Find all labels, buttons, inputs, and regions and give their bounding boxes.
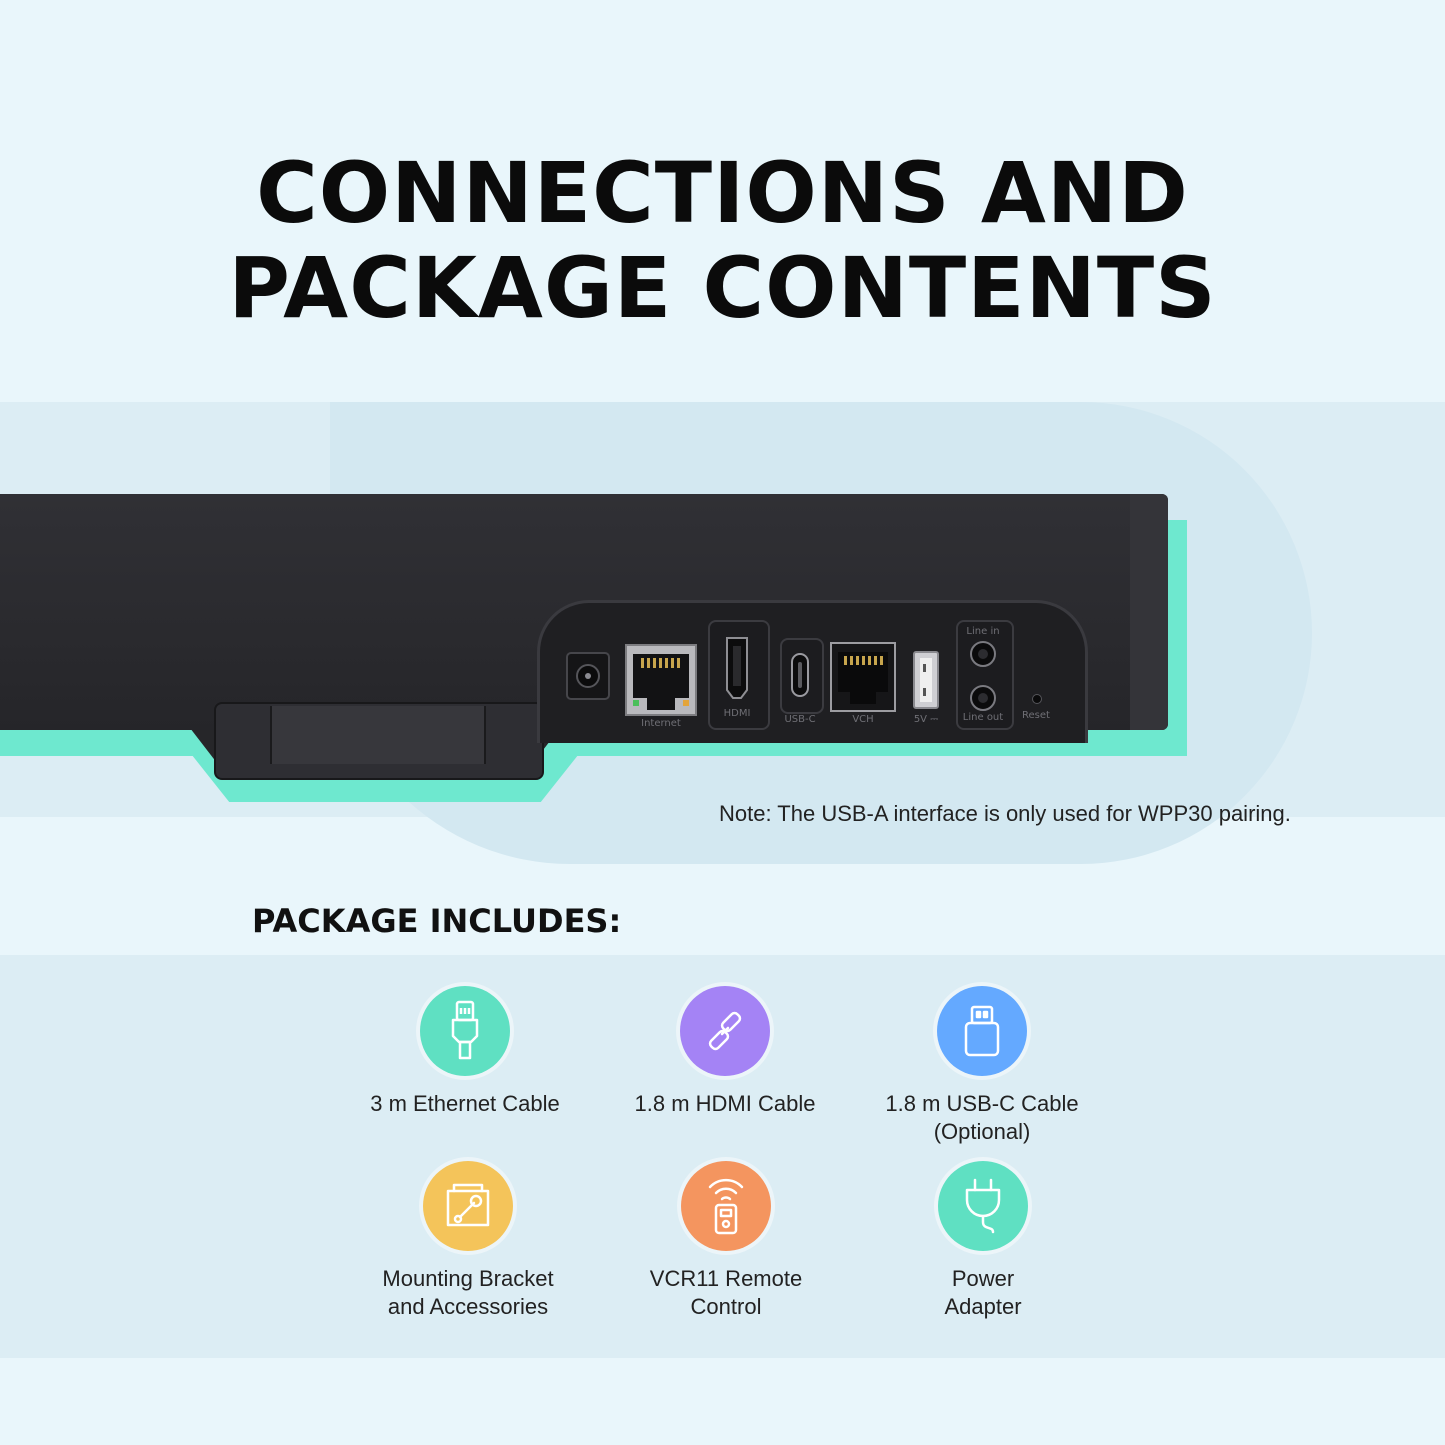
package-item-label: Power Adapter — [863, 1265, 1103, 1321]
port-label-reset: Reset — [1022, 710, 1050, 721]
reset-hole-icon — [1032, 694, 1042, 704]
rj45-port-icon — [830, 642, 896, 712]
package-item-label: VCR11 Remote Control — [606, 1265, 846, 1321]
remote-control-icon — [681, 1161, 771, 1251]
item-label-line: Power — [951, 1266, 1015, 1291]
power-plug-icon — [938, 1161, 1028, 1251]
ethernet-cable-icon — [420, 986, 510, 1076]
item-label-line: 3 m Ethernet Cable — [370, 1091, 560, 1116]
package-item-usb-c: 1.8 m USB-C Cable (Optional) — [862, 986, 1102, 1146]
line-in-jack-icon — [969, 640, 997, 668]
package-item-label: Mounting Bracket and Accessories — [348, 1265, 588, 1321]
item-label-line: VCR11 Remote — [649, 1266, 803, 1291]
port-label-internet: Internet — [641, 718, 681, 729]
item-label-line: 1.8 m HDMI Cable — [634, 1091, 816, 1116]
item-label-line: and Accessories — [387, 1294, 549, 1319]
package-item-power: Power Adapter — [863, 1161, 1103, 1321]
page-title-line-1: CONNECTIONS AND — [256, 144, 1189, 242]
package-item-label: 1.8 m HDMI Cable — [605, 1090, 845, 1118]
page-title-line-2: PACKAGE CONTENTS — [228, 239, 1217, 337]
usb-drive-icon — [937, 986, 1027, 1076]
mount-hinge-barrel — [270, 706, 486, 764]
usb-c-port-icon — [790, 652, 810, 698]
port-label-usb-c: USB-C — [784, 714, 816, 725]
line-out-jack-icon — [969, 684, 997, 712]
package-item-label: 3 m Ethernet Cable — [345, 1090, 585, 1118]
bracket-wrench-icon — [423, 1161, 513, 1251]
hdmi-port-icon — [725, 636, 749, 700]
port-label-5v: 5V ⎓ — [913, 714, 939, 725]
ethernet-port-icon — [625, 644, 697, 716]
package-heading: PACKAGE INCLUDES: — [252, 902, 622, 940]
port-label-hdmi: HDMI — [723, 708, 751, 719]
cable-link-icon — [680, 986, 770, 1076]
device-end-cap — [1130, 494, 1168, 730]
item-label-line: 1.8 m USB-C Cable — [885, 1091, 1079, 1116]
audio-port-frame — [956, 620, 1014, 730]
item-label-line: (Optional) — [933, 1119, 1031, 1144]
package-item-ethernet: 3 m Ethernet Cable — [345, 986, 585, 1118]
dc-power-port-icon — [566, 652, 610, 700]
usb-a-note: Note: The USB-A interface is only used f… — [719, 801, 1291, 826]
package-item-label: 1.8 m USB-C Cable (Optional) — [862, 1090, 1102, 1146]
port-label-vch: VCH — [852, 714, 874, 725]
item-label-line: Control — [690, 1294, 762, 1319]
item-label-line: Adapter — [944, 1294, 1022, 1319]
usb-a-port-icon — [912, 650, 940, 710]
port-label-line-in: Line in — [966, 626, 1000, 637]
package-item-hdmi: 1.8 m HDMI Cable — [605, 986, 845, 1118]
package-item-remote: VCR11 Remote Control — [606, 1161, 846, 1321]
item-label-line: Mounting Bracket — [382, 1266, 554, 1291]
package-item-bracket: Mounting Bracket and Accessories — [348, 1161, 588, 1321]
port-label-line-out: Line out — [962, 712, 1004, 723]
